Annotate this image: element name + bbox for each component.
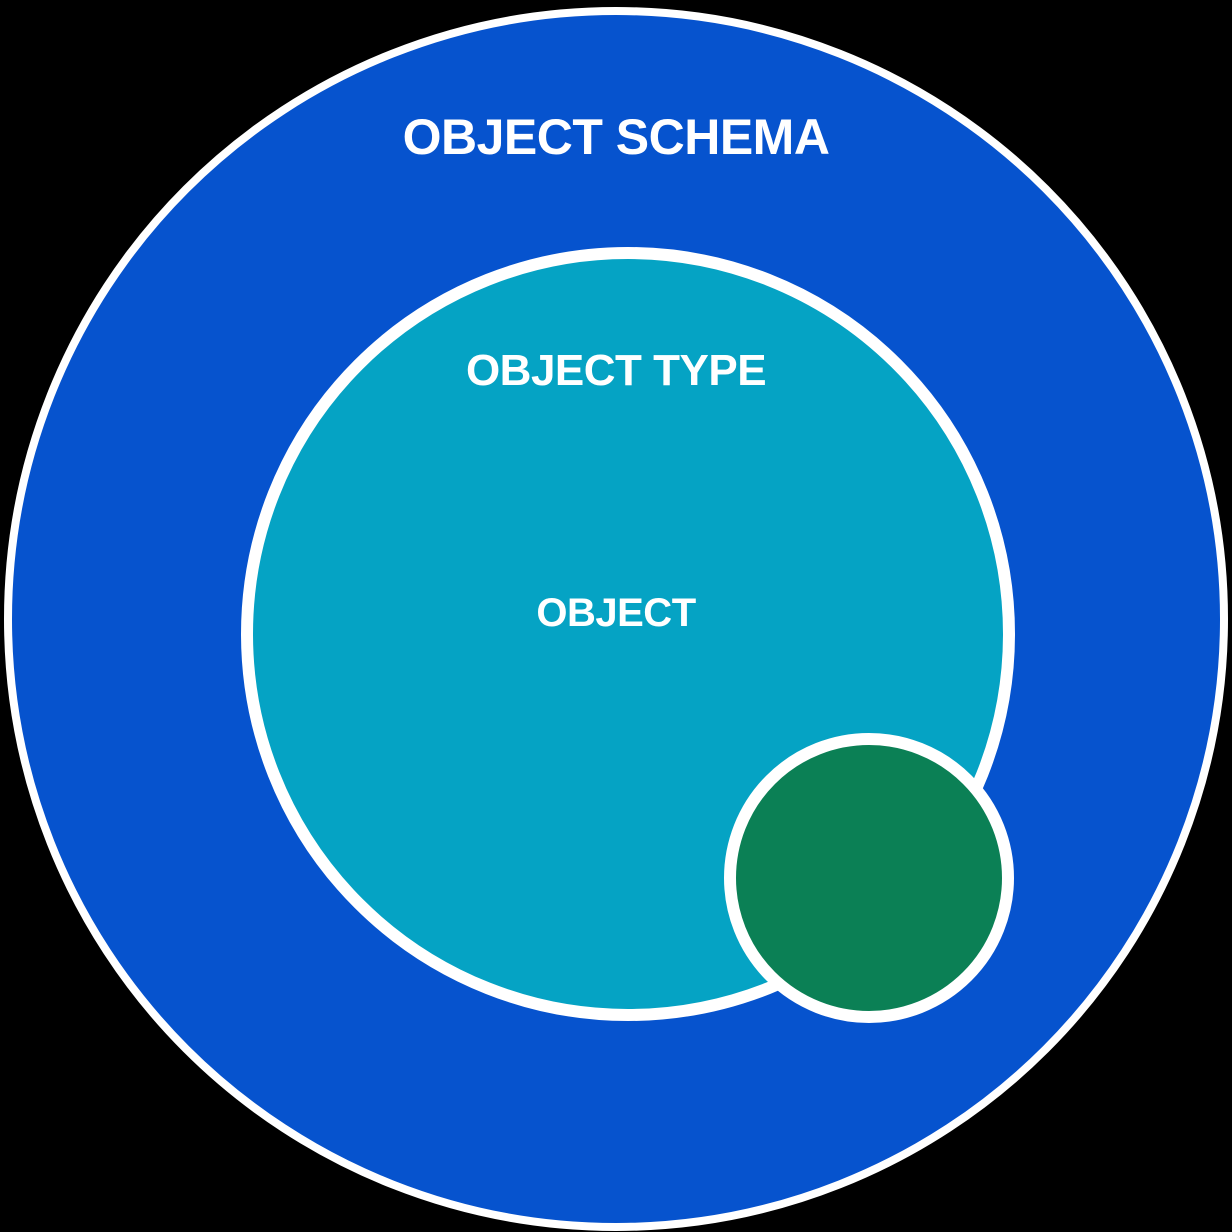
object-label: OBJECT — [536, 591, 696, 635]
object-type-label: OBJECT TYPE — [465, 346, 767, 395]
object-schema-label: OBJECT SCHEMA — [402, 109, 830, 165]
object-circle — [724, 733, 1014, 1023]
object-schema-circle — [4, 7, 1228, 1231]
